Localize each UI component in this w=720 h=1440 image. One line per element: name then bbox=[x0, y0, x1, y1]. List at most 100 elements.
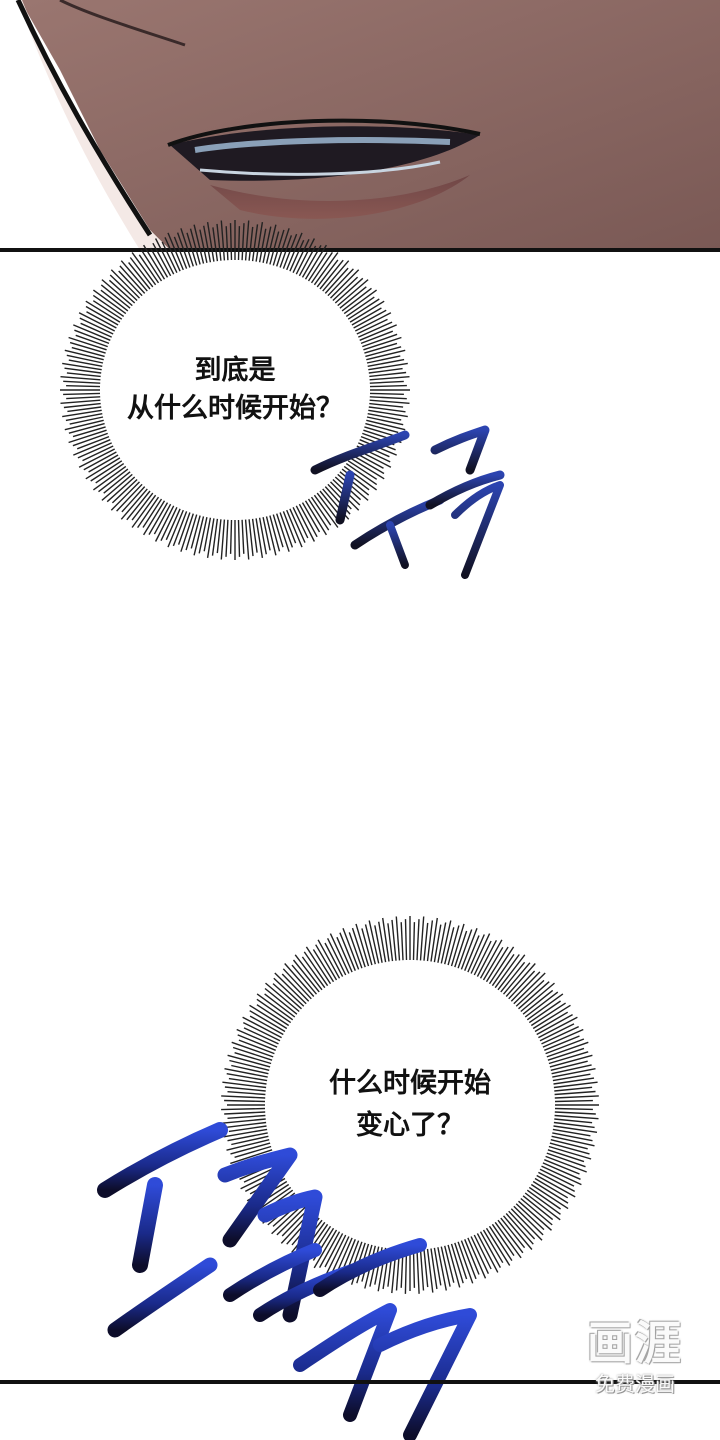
burst-line bbox=[198, 517, 208, 554]
burst-line bbox=[444, 1245, 455, 1283]
face-closeup-art bbox=[0, 0, 720, 250]
burst-line bbox=[98, 468, 129, 493]
burst-line bbox=[276, 1205, 307, 1236]
burst-line bbox=[148, 502, 169, 535]
burst-line bbox=[242, 1016, 282, 1039]
burst-line bbox=[63, 380, 101, 384]
burst-line bbox=[307, 252, 328, 282]
burst-line bbox=[369, 371, 407, 378]
burst-line bbox=[360, 330, 394, 345]
burst-line bbox=[348, 932, 363, 969]
burst-line bbox=[143, 244, 166, 280]
burst-line bbox=[63, 402, 101, 409]
burst-line bbox=[95, 463, 125, 484]
burst-line bbox=[353, 309, 387, 329]
burst-line bbox=[549, 1142, 590, 1155]
burst-line bbox=[351, 307, 382, 326]
burst-line bbox=[482, 946, 504, 981]
burst-line bbox=[341, 287, 372, 312]
burst-line bbox=[173, 236, 188, 269]
burst-line bbox=[227, 1114, 266, 1119]
burst-line bbox=[554, 1114, 599, 1120]
burst-line bbox=[324, 267, 349, 294]
burst-line bbox=[78, 312, 116, 332]
burst-line bbox=[524, 991, 559, 1018]
burst-line bbox=[142, 498, 163, 528]
burst-line bbox=[336, 1237, 353, 1274]
burst-line bbox=[212, 227, 219, 262]
burst-line bbox=[305, 946, 332, 985]
burst-line bbox=[92, 465, 127, 491]
burst-line bbox=[522, 1195, 554, 1221]
burst-line bbox=[224, 1068, 268, 1078]
burst-line bbox=[193, 224, 205, 264]
burst-line bbox=[264, 993, 296, 1018]
burst-line bbox=[73, 439, 111, 456]
burst-line bbox=[437, 1247, 447, 1291]
burst-line bbox=[85, 457, 121, 480]
burst-line bbox=[391, 919, 397, 961]
burst-line bbox=[367, 413, 402, 421]
burst-line bbox=[440, 1246, 451, 1287]
burst-line bbox=[185, 514, 198, 551]
burst-line bbox=[339, 932, 356, 971]
burst-line bbox=[64, 349, 104, 361]
burst-line bbox=[226, 1073, 268, 1082]
bubble-1-line-2: 从什么时候开始？ bbox=[127, 393, 343, 424]
burst-line bbox=[286, 232, 303, 271]
burst-line bbox=[272, 514, 284, 548]
burst-line bbox=[327, 268, 354, 297]
burst-line bbox=[368, 362, 408, 371]
burst-line bbox=[364, 924, 376, 965]
burst-line bbox=[231, 1135, 269, 1146]
burst-line bbox=[101, 279, 133, 307]
burst-line bbox=[307, 498, 330, 531]
burst-line bbox=[73, 324, 111, 341]
burst-line bbox=[332, 276, 359, 302]
burst-line bbox=[292, 959, 320, 993]
burst-line bbox=[554, 1090, 596, 1096]
burst-line bbox=[211, 518, 219, 556]
burst-line bbox=[354, 312, 392, 332]
burst-line bbox=[366, 416, 404, 426]
burst-line bbox=[416, 919, 420, 961]
burst-line bbox=[110, 481, 140, 511]
burst-line bbox=[71, 346, 105, 358]
burst-line bbox=[349, 300, 385, 323]
burst-line bbox=[368, 367, 403, 374]
burst-line bbox=[295, 238, 316, 275]
burst-line bbox=[88, 454, 119, 473]
burst-line bbox=[221, 1118, 266, 1124]
burst-line bbox=[450, 923, 465, 967]
burst-line bbox=[538, 1171, 576, 1193]
burst-line bbox=[369, 402, 404, 408]
burst-line bbox=[137, 496, 160, 528]
burst-line bbox=[554, 1086, 593, 1092]
burst-line bbox=[216, 519, 222, 554]
burst-line bbox=[518, 981, 550, 1010]
burst-line bbox=[282, 968, 312, 1000]
burst-line bbox=[520, 982, 555, 1013]
burst-line bbox=[79, 317, 114, 335]
burst-line bbox=[90, 460, 123, 482]
burst-line bbox=[473, 1234, 492, 1270]
burst-line bbox=[60, 376, 101, 381]
burst-line bbox=[547, 1149, 585, 1163]
burst-line bbox=[65, 413, 103, 422]
burst-line bbox=[553, 1121, 595, 1129]
burst-line bbox=[528, 1186, 561, 1210]
burst-line bbox=[66, 396, 101, 400]
burst-line bbox=[536, 1013, 573, 1036]
burst-line bbox=[66, 385, 101, 388]
burst-line bbox=[225, 226, 229, 261]
burst-line bbox=[74, 329, 110, 345]
burst-line bbox=[366, 349, 406, 361]
burst-line bbox=[322, 260, 350, 292]
burst-line bbox=[312, 949, 335, 983]
burst-line bbox=[258, 228, 267, 263]
burst-line bbox=[242, 1021, 281, 1042]
burst-line bbox=[345, 296, 375, 317]
burst-line bbox=[369, 376, 410, 381]
burst-line bbox=[274, 972, 307, 1005]
burst-line bbox=[488, 946, 515, 985]
